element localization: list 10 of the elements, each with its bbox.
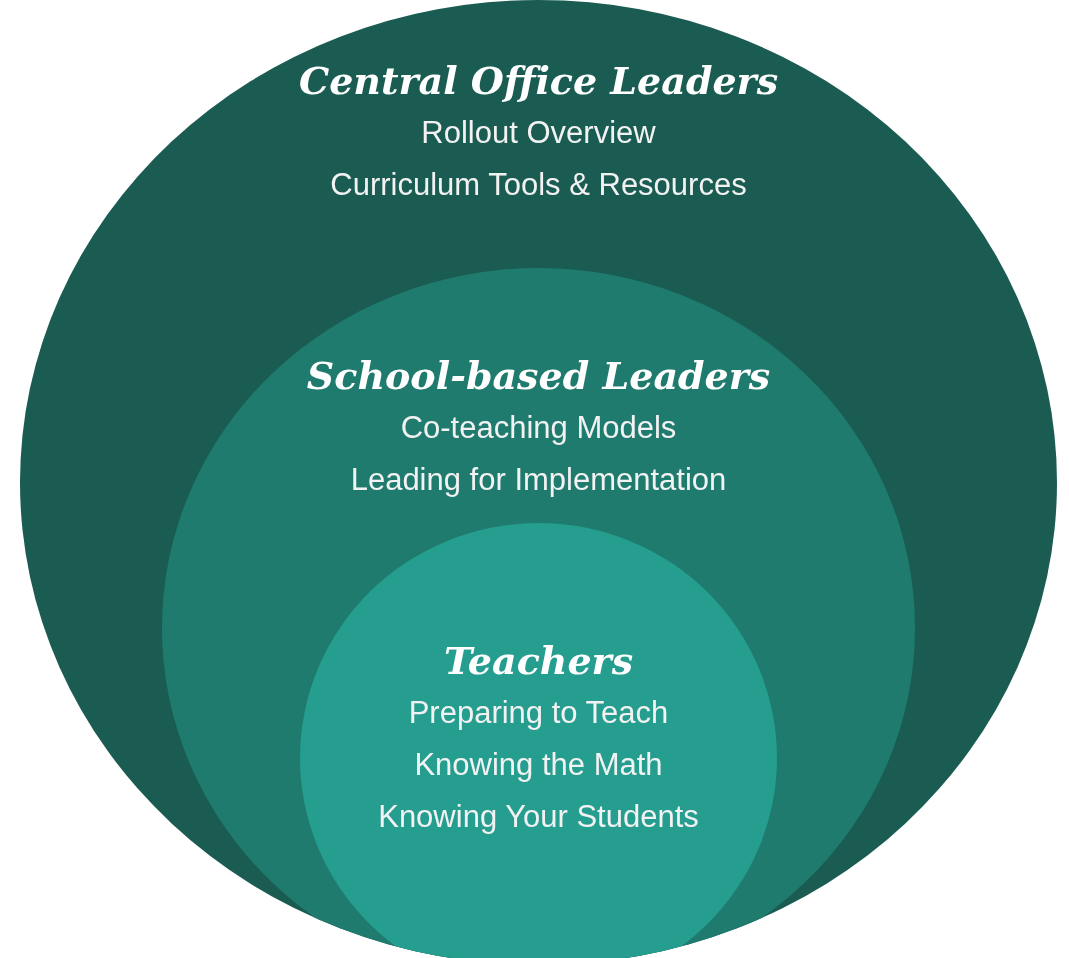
topic-text: Knowing Your Students: [378, 798, 699, 836]
topic-text: Knowing the Math: [414, 746, 663, 784]
topic-text: Curriculum Tools & Resources: [330, 166, 747, 204]
group-heading: School-based Leaders: [306, 352, 771, 400]
group-heading: Teachers: [443, 637, 634, 685]
topic-text: Rollout Overview: [421, 114, 656, 152]
topic-text: Leading for Implementation: [350, 461, 727, 499]
group-heading: Central Office Leaders: [298, 57, 779, 105]
topic-text: Preparing to Teach: [408, 694, 669, 732]
topic-text: Co-teaching Models: [400, 409, 677, 447]
